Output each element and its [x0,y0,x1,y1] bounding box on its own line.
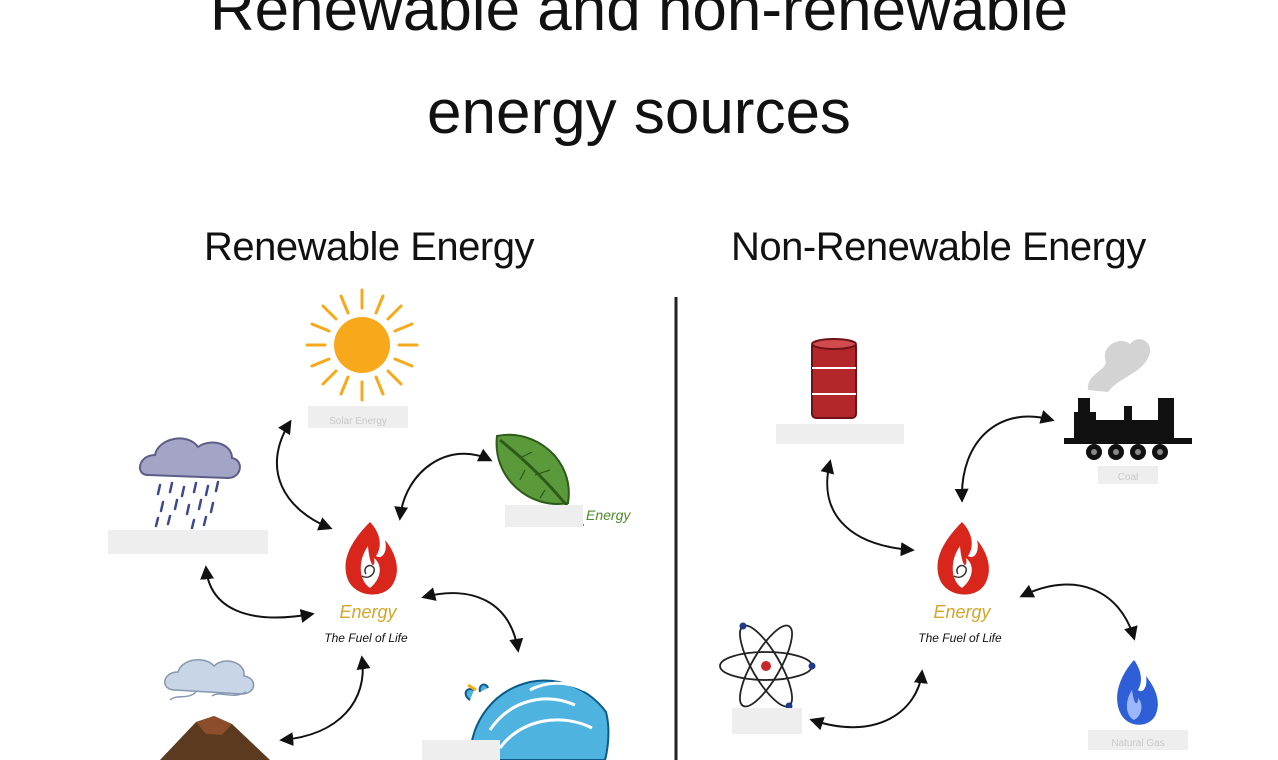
page-title-line-2: energy sources [427,78,851,147]
arrow-rain-energy [200,565,315,623]
volcano-icon [160,659,270,760]
atom-icon [719,622,816,710]
nonrenewable-center-label: Energy [933,602,991,622]
renewable-center-label: Energy [339,602,397,622]
renewable-heading: Renewable Energy [204,225,535,269]
sun-label: Solar Energy [329,416,387,427]
gas-label-box [1088,730,1188,750]
arrow-volcano-energy [279,655,371,747]
train-label-box [1098,466,1158,484]
leaf-label: Energy [586,507,631,523]
atom-label-box [732,708,802,734]
rain-cloud-icon [139,437,241,530]
arrow-leaf-energy [394,448,493,521]
wave-icon [464,679,610,760]
sun-icon [305,288,419,402]
train-label: Coal [1118,472,1139,483]
oil-barrel-icon [811,338,857,419]
arrow-wave-energy [421,587,524,653]
gas-label: Natural Gas [1111,738,1164,749]
steam-train-icon [1064,339,1192,460]
arrow-train-energy [954,410,1055,503]
leaf-label-box [505,505,583,527]
arrow-barrel-energy [820,459,915,557]
gas-flame-icon [1117,660,1158,725]
renewable-center-sublabel: The Fuel of Life [324,631,408,645]
flame-icon [937,522,989,595]
arrow-gas-energy [1019,583,1138,641]
page-title-line-1: Renewable and non-renewable [209,0,1069,44]
arrow-sun-energy [275,419,333,531]
wave-label-box [422,740,500,760]
rain-label-box [108,530,268,554]
arrow-atom-energy [809,669,928,731]
nonrenewable-heading: Non-Renewable Energy [731,225,1146,269]
flame-icon [345,522,397,595]
sun-label-box [308,406,408,428]
barrel-label-box [776,424,904,444]
nonrenewable-center-sublabel: The Fuel of Life [918,631,1002,645]
